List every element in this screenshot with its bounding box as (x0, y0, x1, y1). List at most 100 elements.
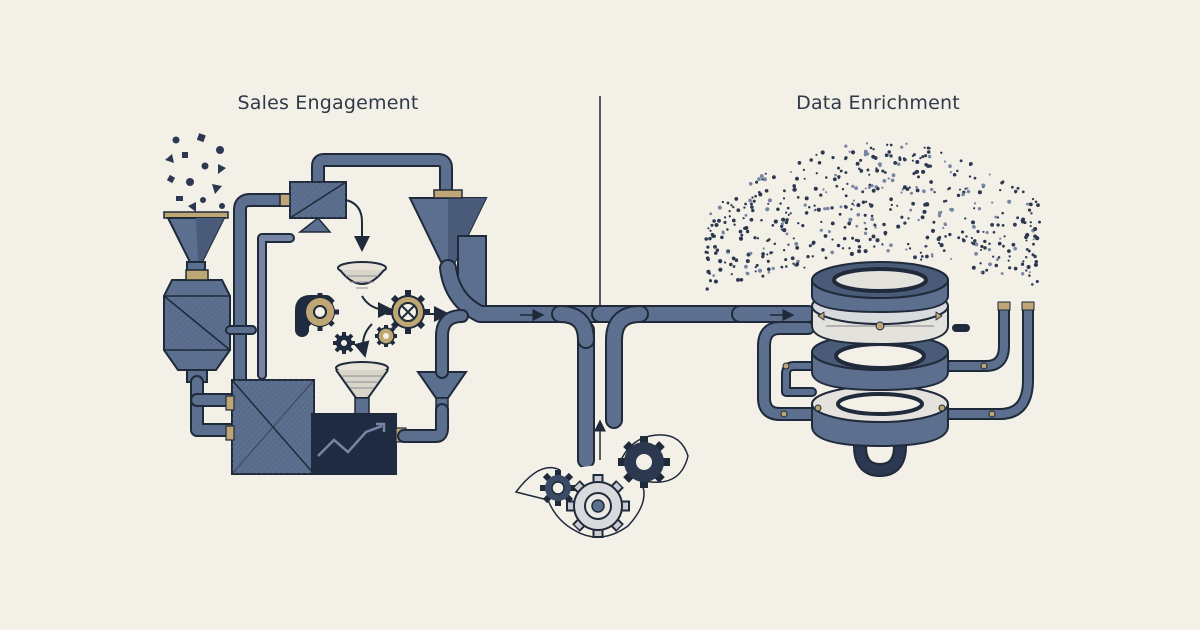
data-particle (887, 177, 890, 180)
data-particle (742, 217, 745, 220)
data-particle (1033, 254, 1037, 259)
data-particle (930, 187, 934, 192)
data-particle (706, 245, 710, 249)
data-particle (839, 169, 843, 173)
data-particle (764, 172, 767, 175)
data-particle (889, 143, 893, 147)
gear-icon-gold-small (375, 325, 397, 347)
data-particle (873, 223, 877, 227)
data-particle (718, 267, 723, 272)
data-particle (873, 245, 876, 248)
input-particles-icon (165, 133, 226, 212)
gear-icon-dark-medium (540, 470, 576, 506)
data-particle (968, 175, 972, 178)
data-particle (990, 223, 994, 227)
data-particle (980, 248, 983, 252)
data-particle (1029, 221, 1032, 224)
data-particle (874, 226, 877, 229)
data-particle (924, 245, 927, 248)
data-particle (909, 208, 913, 212)
data-particle (761, 178, 764, 181)
data-particle (846, 182, 849, 186)
data-particle (889, 197, 893, 202)
data-particle (744, 264, 748, 269)
data-particle (896, 204, 899, 207)
data-particle (731, 218, 736, 223)
data-particle (859, 158, 863, 162)
data-particle (723, 220, 727, 224)
data-particle (1027, 249, 1031, 253)
data-particle (937, 241, 941, 245)
data-particle (857, 249, 862, 254)
data-particle (971, 265, 976, 270)
data-particle (718, 259, 723, 264)
data-particle (850, 150, 856, 155)
data-particle (940, 151, 943, 154)
data-particle (832, 177, 837, 182)
data-particle (754, 265, 757, 269)
data-particle (1028, 202, 1033, 207)
data-particle (969, 161, 973, 166)
data-particle (889, 243, 893, 248)
data-particle (942, 226, 945, 230)
funnel-icon (163, 211, 229, 275)
data-particle (966, 187, 969, 190)
data-particle (937, 211, 942, 215)
data-particle (717, 218, 721, 223)
data-particle (1021, 190, 1025, 194)
data-particle (891, 173, 896, 178)
data-particle (789, 212, 792, 215)
data-particle (827, 230, 831, 234)
data-particle (804, 211, 809, 215)
data-particle (782, 197, 786, 200)
data-particle (884, 232, 887, 236)
data-particle (852, 199, 856, 202)
data-particle (1033, 226, 1038, 232)
data-particle (1035, 279, 1039, 284)
data-particle (854, 186, 858, 191)
arrow-icon (353, 323, 373, 358)
data-particle (830, 250, 835, 255)
data-particle (838, 212, 842, 216)
data-particle (760, 218, 763, 222)
data-particle (868, 173, 871, 176)
data-particle (854, 238, 858, 242)
data-particle (1007, 249, 1011, 253)
data-particle (877, 162, 882, 167)
data-particle (736, 208, 741, 213)
data-particle (1012, 222, 1017, 227)
data-particle (848, 247, 851, 250)
data-particle (992, 255, 995, 258)
data-particle (869, 146, 873, 150)
data-particle (1032, 242, 1035, 246)
data-particle (960, 230, 965, 234)
data-particle (830, 221, 835, 226)
data-particle (919, 156, 922, 160)
data-particle (973, 202, 977, 205)
data-particle (977, 190, 982, 195)
data-particle (1028, 271, 1031, 274)
data-particle (732, 265, 736, 268)
data-particle (950, 257, 953, 261)
data-particle (942, 249, 946, 252)
data-particle (748, 181, 753, 186)
data-particle (971, 242, 976, 246)
data-particle (881, 243, 884, 246)
data-particle (817, 160, 822, 165)
data-particle (749, 251, 753, 256)
data-particle (994, 215, 998, 219)
data-particle (943, 222, 947, 226)
data-particle (997, 241, 1002, 246)
data-particle (1025, 248, 1029, 251)
data-particle (773, 219, 778, 224)
data-particle (970, 236, 974, 240)
data-particle (842, 236, 847, 241)
data-particle (1008, 255, 1011, 258)
data-particle (868, 237, 872, 242)
data-particle (913, 255, 917, 260)
data-particle (707, 227, 710, 230)
data-particle (803, 177, 806, 180)
data-particle (980, 271, 983, 274)
data-particle (871, 188, 876, 193)
